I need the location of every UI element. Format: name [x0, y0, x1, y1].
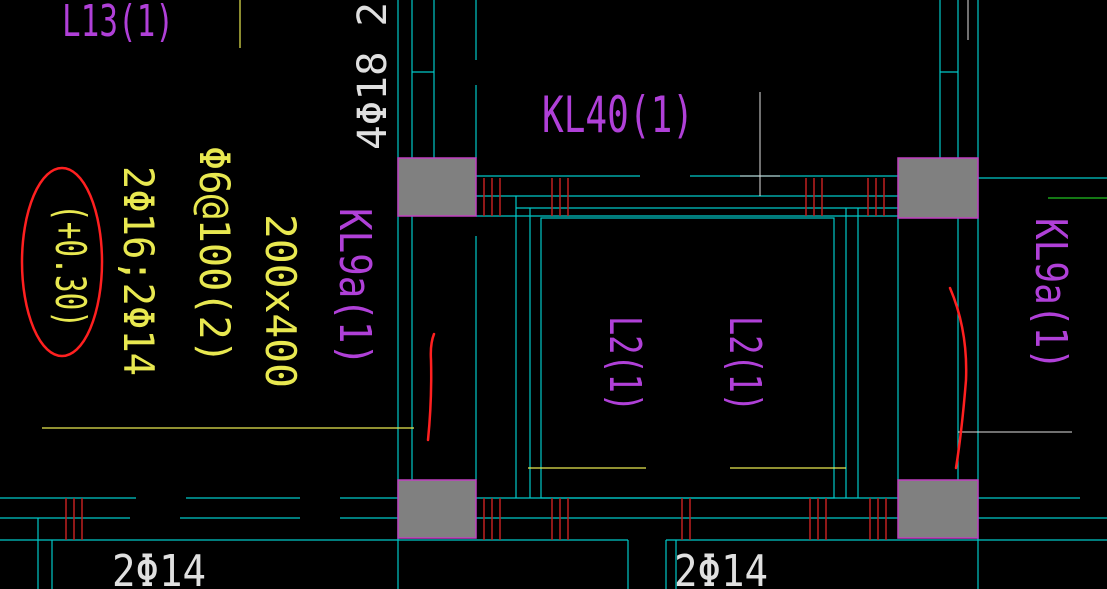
label-kl9a-right: KL9a(1): [1025, 218, 1076, 370]
label-stirrup: Φ6@100(2): [190, 146, 239, 364]
markup-strokes: [20, 166, 968, 470]
label-rebar-bottom-right: 2Φ14: [674, 546, 768, 589]
yellow-leader-lines: [42, 0, 846, 469]
label-elevation-offset: (+0.30): [46, 204, 95, 328]
label-l13: L13(1): [62, 0, 174, 47]
column-bottom-right: [897, 479, 979, 539]
label-section-size: 200x400: [256, 214, 305, 388]
markup-stroke-left: [426, 332, 436, 442]
column-top-left: [397, 157, 477, 217]
label-l2-right: L2(1): [719, 316, 770, 412]
label-rebar-top: 4Φ18 2: [350, 2, 396, 150]
dimension-lines: [740, 0, 1072, 433]
label-rebar-bottom-left: 2Φ14: [112, 546, 206, 589]
column-bottom-left: [397, 479, 477, 539]
text-labels: L13(1) KL40(1) 4Φ18 2 KL9a(1) KL9a(1) L2…: [46, 0, 1076, 589]
label-kl40: KL40(1): [542, 86, 694, 144]
columns: [397, 157, 979, 539]
markup-circle: [20, 166, 104, 358]
markup-stroke-right: [948, 286, 968, 470]
rebar-marks: [65, 178, 887, 540]
label-l2-left: L2(1): [599, 316, 650, 412]
label-kl9a-left: KL9a(1): [329, 208, 380, 366]
column-top-right: [897, 157, 979, 219]
label-longitudinal-bars: 2Φ16;2Φ14: [114, 166, 163, 376]
